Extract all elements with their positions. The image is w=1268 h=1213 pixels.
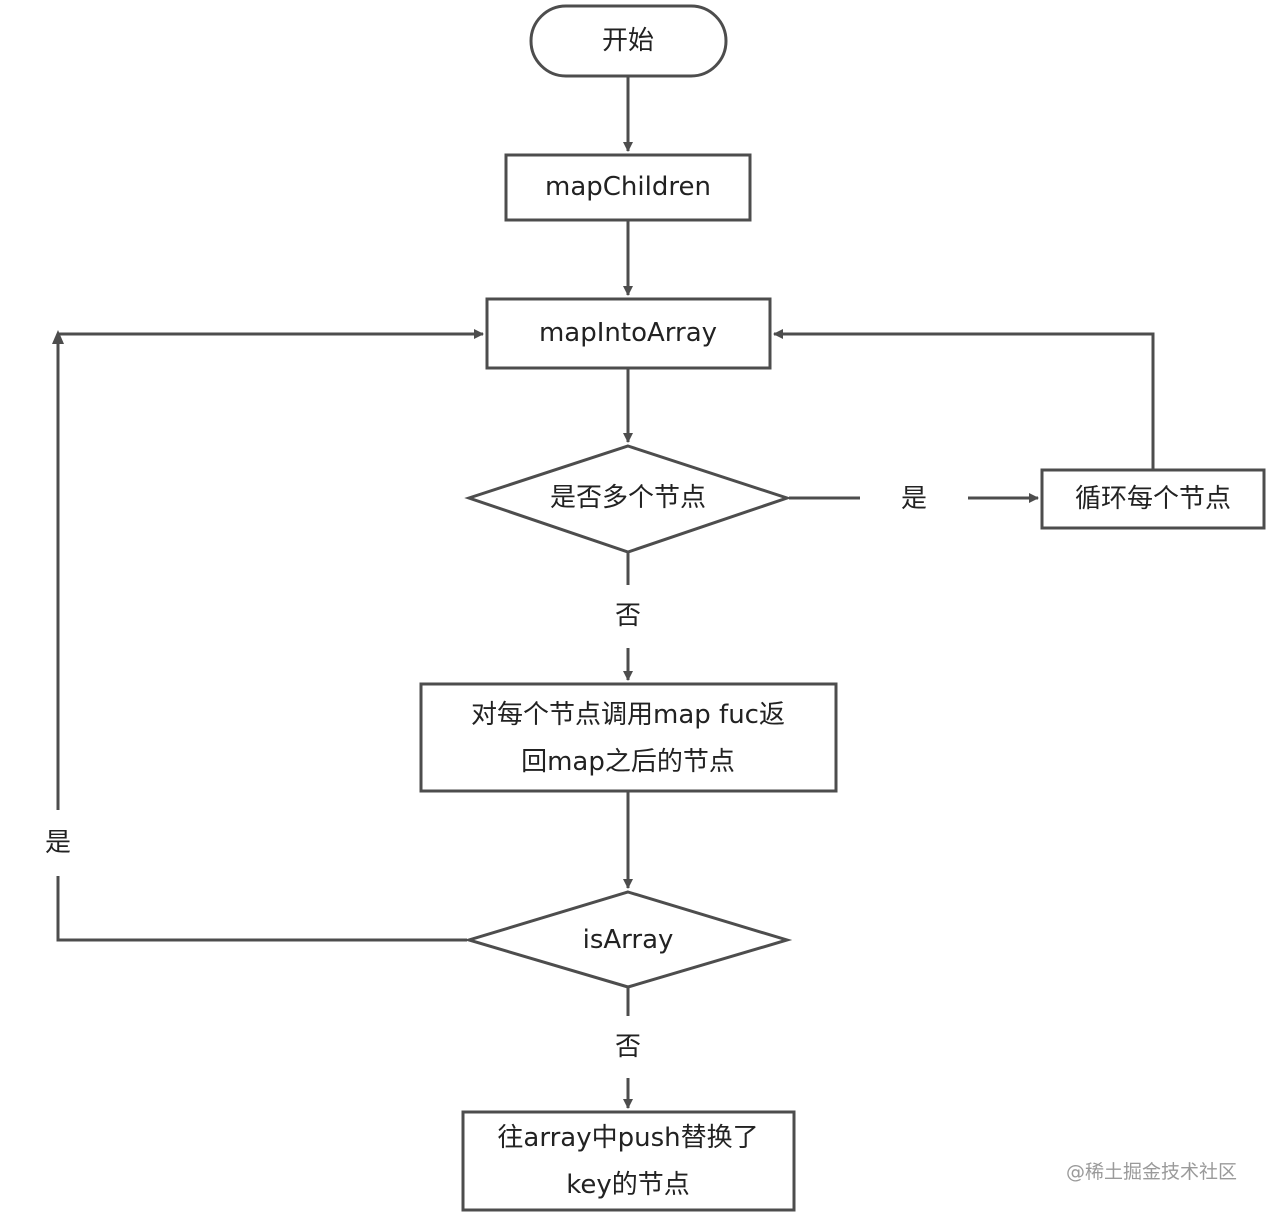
edge-isarray-yes-up-arrowhead <box>52 330 64 344</box>
mapchildren-box <box>504 153 752 222</box>
is-array-decision-label: isArray <box>583 925 674 955</box>
push-replaced-label-line1: 往array中push替换了 <box>497 1123 758 1153</box>
start-terminator <box>529 4 728 78</box>
start-label: 开始 <box>602 26 654 56</box>
mapintoarray-box <box>485 297 772 370</box>
call-map-fn-label-line2: 回map之后的节点 <box>521 747 735 777</box>
loop-each-node-label: 循环每个节点 <box>1075 484 1231 514</box>
push-replaced-box <box>461 1110 796 1212</box>
edge-label-isarray-yes: 是 <box>45 828 71 858</box>
call-map-fn-box <box>419 682 838 793</box>
push-replaced-label-line2: key的节点 <box>566 1170 690 1200</box>
edge-loop-back-to-mapintoarray <box>773 329 1155 469</box>
edge-label-multi-no: 否 <box>615 601 641 631</box>
mapintoarray-label: mapIntoArray <box>539 318 717 348</box>
multi-nodes-decision-label: 是否多个节点 <box>550 483 706 513</box>
edge-label-multi-yes: 是 <box>901 484 927 514</box>
loop-each-node-box <box>1040 468 1266 530</box>
multi-nodes-decision <box>464 444 792 554</box>
watermark: @稀土掘金技术社区 <box>1066 1161 1237 1183</box>
call-map-fn-label-line1: 对每个节点调用map fuc返 <box>471 700 785 730</box>
edge-isarray-yes-segment-a <box>56 876 467 942</box>
edge-label-isarray-no: 否 <box>615 1032 641 1062</box>
mapchildren-label: mapChildren <box>545 172 711 202</box>
is-array-decision <box>463 890 793 989</box>
